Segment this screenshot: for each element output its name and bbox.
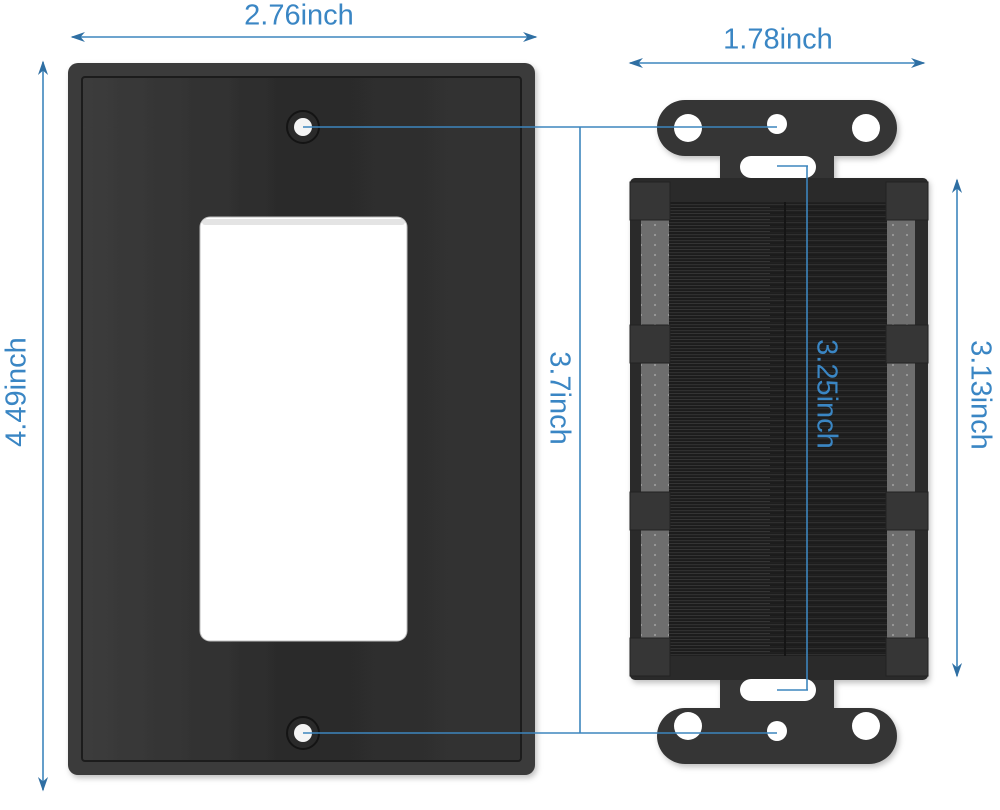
height-label-wall-plate: 4.49inch <box>0 337 33 447</box>
slot-spacing-label: 3.25inch <box>810 339 843 449</box>
width-label-brush-insert: 1.78inch <box>723 23 833 56</box>
right-rail <box>887 220 915 650</box>
insert-top-holes <box>674 114 880 178</box>
brush-bristles <box>669 202 887 656</box>
dimension-lines <box>37 31 963 792</box>
body-height-label: 3.13inch <box>964 340 997 450</box>
left-rail <box>641 220 669 650</box>
width-label-wall-plate: 2.76inch <box>244 0 354 32</box>
rail-clips <box>629 181 929 677</box>
screw-spacing-label: 3.7inch <box>543 351 576 445</box>
decorator-opening <box>199 216 408 642</box>
